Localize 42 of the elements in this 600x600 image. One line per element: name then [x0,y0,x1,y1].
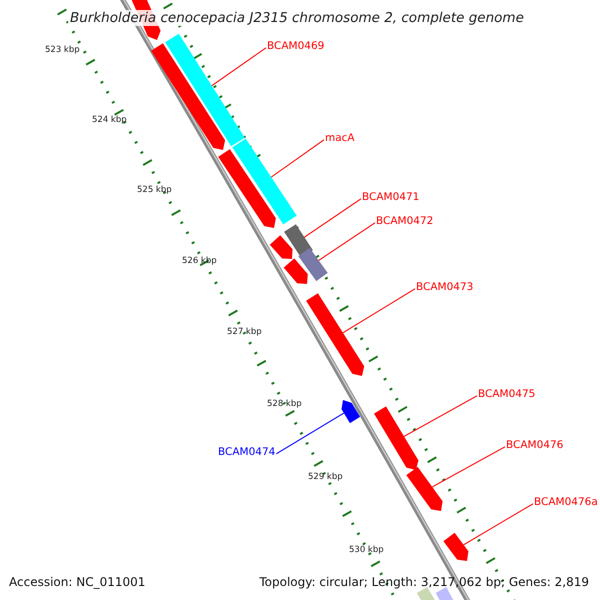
leader-line [318,222,376,261]
title: Burkholderia cenocepacia J2315 chromosome 2, complete genome [68,10,526,26]
leader-line [342,288,416,334]
gene-label: BCAM0476 [506,439,564,452]
gene-label: BCAM0473 [416,281,474,294]
gene-feature [443,532,468,561]
footer-text: Accession: NC_011001 [9,575,146,589]
leader-line [404,395,478,437]
leader-line [463,503,534,546]
gene-feature [406,466,443,511]
gene-feature [284,224,313,258]
gene-label: BCAM0475 [478,388,536,401]
scale-label: 529 kbp [308,472,343,482]
gene-label: BCAM0471 [362,191,420,204]
gene-label: BCAM0474 [218,446,276,459]
scale-label: 523 kbp [45,45,80,55]
gene-label: macA [325,132,355,145]
scale-label: 525 kbp [137,185,172,195]
gene-feature [284,258,308,284]
gene-feature [270,235,292,259]
scale-label: 528 kbp [267,399,302,409]
gene-feature [151,43,226,150]
gene-feature [298,248,328,282]
gene-label: BCAM0476a [534,496,598,509]
leader-line [432,446,506,488]
gene-feature [232,138,297,224]
leader-line [211,47,266,86]
footer-text: Topology: circular; Length: 3,217,062 bp; Genes: 2,819 [259,575,589,589]
gene-label: BCAM0472 [376,215,434,228]
leader-line [270,139,324,178]
gene-feature [342,400,360,424]
gene-label: BCAM0469 [267,40,324,53]
gene-feature [306,293,364,376]
scale-label: 530 kbp [349,545,384,555]
scale-label: 524 kbp [92,115,127,125]
gene-feature [218,149,276,228]
gene-feature [374,406,418,470]
scale-label: 526 kbp [182,256,217,266]
scale-label: 527 kbp [227,327,262,337]
leader-line [276,412,344,454]
gene-feature [165,34,245,146]
leader-line [304,198,362,238]
